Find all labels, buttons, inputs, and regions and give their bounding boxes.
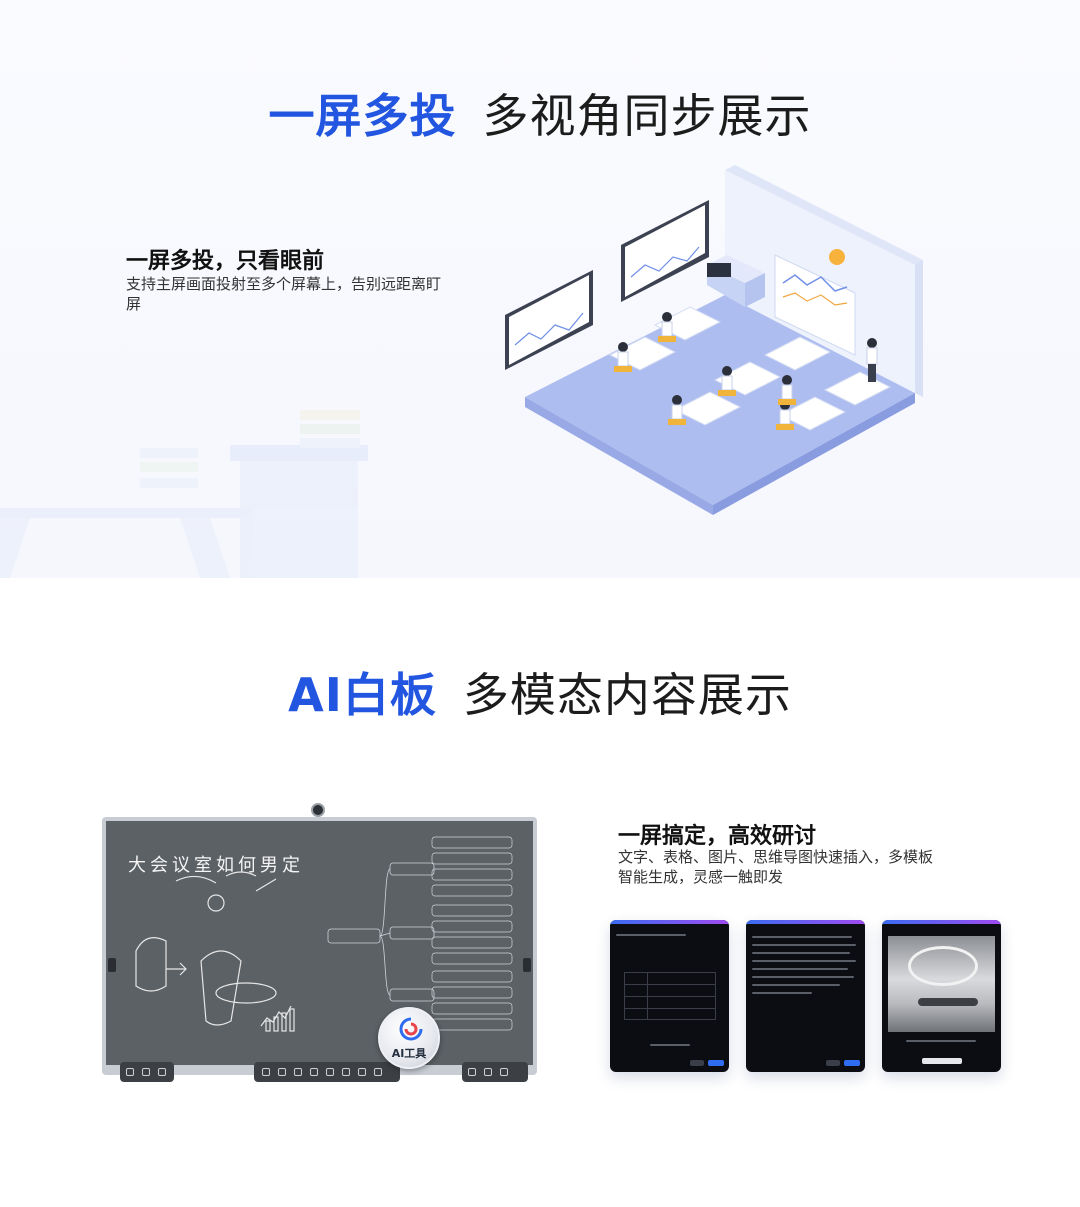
phone-text-line: [752, 992, 812, 994]
headline-accent: AI白板: [288, 668, 437, 722]
phone-text-line: [752, 952, 850, 954]
phone-text-line: [906, 1040, 976, 1042]
phone-secondary-button[interactable]: [690, 1060, 704, 1066]
phone-primary-button[interactable]: [844, 1060, 860, 1066]
screenshot-icon[interactable]: [468, 1068, 476, 1076]
left-arrow-icon[interactable]: [108, 958, 116, 972]
phone-status-bar: [746, 920, 865, 924]
section-multi-screen: 一屏多投多视角同步展示 一屏多投，只看眼前 支持主屏画面投射至多个屏幕上，告别远…: [0, 0, 1080, 578]
phone-screen-table: [610, 920, 729, 1072]
feature-title-ai-whiteboard: 一屏搞定，高效研讨: [618, 824, 817, 849]
exit-icon[interactable]: [126, 1068, 134, 1076]
feature-desc-multi-screen: 支持主屏画面投射至多个屏幕上，告别远距离盯屏: [126, 275, 442, 313]
phone-text-line: [752, 976, 854, 978]
phone-screen-text: [746, 920, 865, 1072]
whiteboard-drawing: [135, 836, 513, 1032]
toolbar-tools[interactable]: [254, 1062, 400, 1082]
camera-icon: [311, 803, 325, 817]
headline-multi-screen: 一屏多投多视角同步展示: [0, 80, 1080, 146]
classroom-illustration: [505, 165, 923, 515]
page-prev-icon[interactable]: [484, 1068, 492, 1076]
phone-text-line: [650, 1044, 690, 1046]
more-icon[interactable]: [374, 1068, 382, 1076]
ai-tool-icon: [399, 1017, 423, 1041]
page-next-icon[interactable]: [500, 1068, 508, 1076]
phone-text-line: [752, 936, 852, 938]
ai-tool-button[interactable]: AI工具: [378, 1007, 440, 1069]
redo-icon[interactable]: [342, 1068, 350, 1076]
toolbar-left[interactable]: [120, 1062, 174, 1082]
background-decoration: [0, 410, 368, 578]
feature-title-multi-screen: 一屏多投，只看眼前: [126, 249, 325, 274]
file-icon[interactable]: [142, 1068, 150, 1076]
feature-desc-ai-whiteboard: 文字、表格、图片、思维导图快速插入，多模板智能生成，灵感一触即发: [618, 848, 934, 886]
phone-text-line: [752, 984, 840, 986]
right-arrow-icon[interactable]: [523, 958, 531, 972]
pen-icon[interactable]: [262, 1068, 270, 1076]
phone-text-line: [616, 934, 686, 936]
eraser-icon[interactable]: [294, 1068, 302, 1076]
headline-ai-whiteboard: AI白板多模态内容展示: [0, 659, 1080, 725]
brush-icon[interactable]: [278, 1068, 286, 1076]
select-icon[interactable]: [310, 1068, 318, 1076]
ai-tool-label: AI工具: [391, 1047, 427, 1060]
headline-accent: 一屏多投: [268, 89, 457, 143]
phone-status-bar: [610, 920, 729, 924]
phone-text-line: [752, 944, 856, 946]
menu-icon[interactable]: [158, 1068, 166, 1076]
whiteboard-title: 大会议室如何男定: [128, 855, 304, 876]
toolbar-right[interactable]: [462, 1062, 528, 1082]
undo-icon[interactable]: [326, 1068, 334, 1076]
phone-secondary-button[interactable]: [826, 1060, 840, 1066]
phone-status-bar: [882, 920, 1001, 924]
phone-table: [624, 972, 716, 1020]
phone-text-line: [752, 968, 848, 970]
whiteboard-screen[interactable]: 大会议室如何男定: [106, 821, 533, 1082]
headline-rest: 多模态内容展示: [462, 668, 792, 722]
phone-primary-button[interactable]: [708, 1060, 724, 1066]
insert-icon[interactable]: [358, 1068, 366, 1076]
phone-action-button[interactable]: [922, 1058, 962, 1064]
generated-image: [888, 936, 995, 1032]
phone-text-line: [752, 960, 856, 962]
headline-rest: 多视角同步展示: [482, 89, 812, 143]
whiteboard-device: 大会议室如何男定: [102, 803, 537, 1082]
phone-screen-image: [882, 920, 1001, 1072]
